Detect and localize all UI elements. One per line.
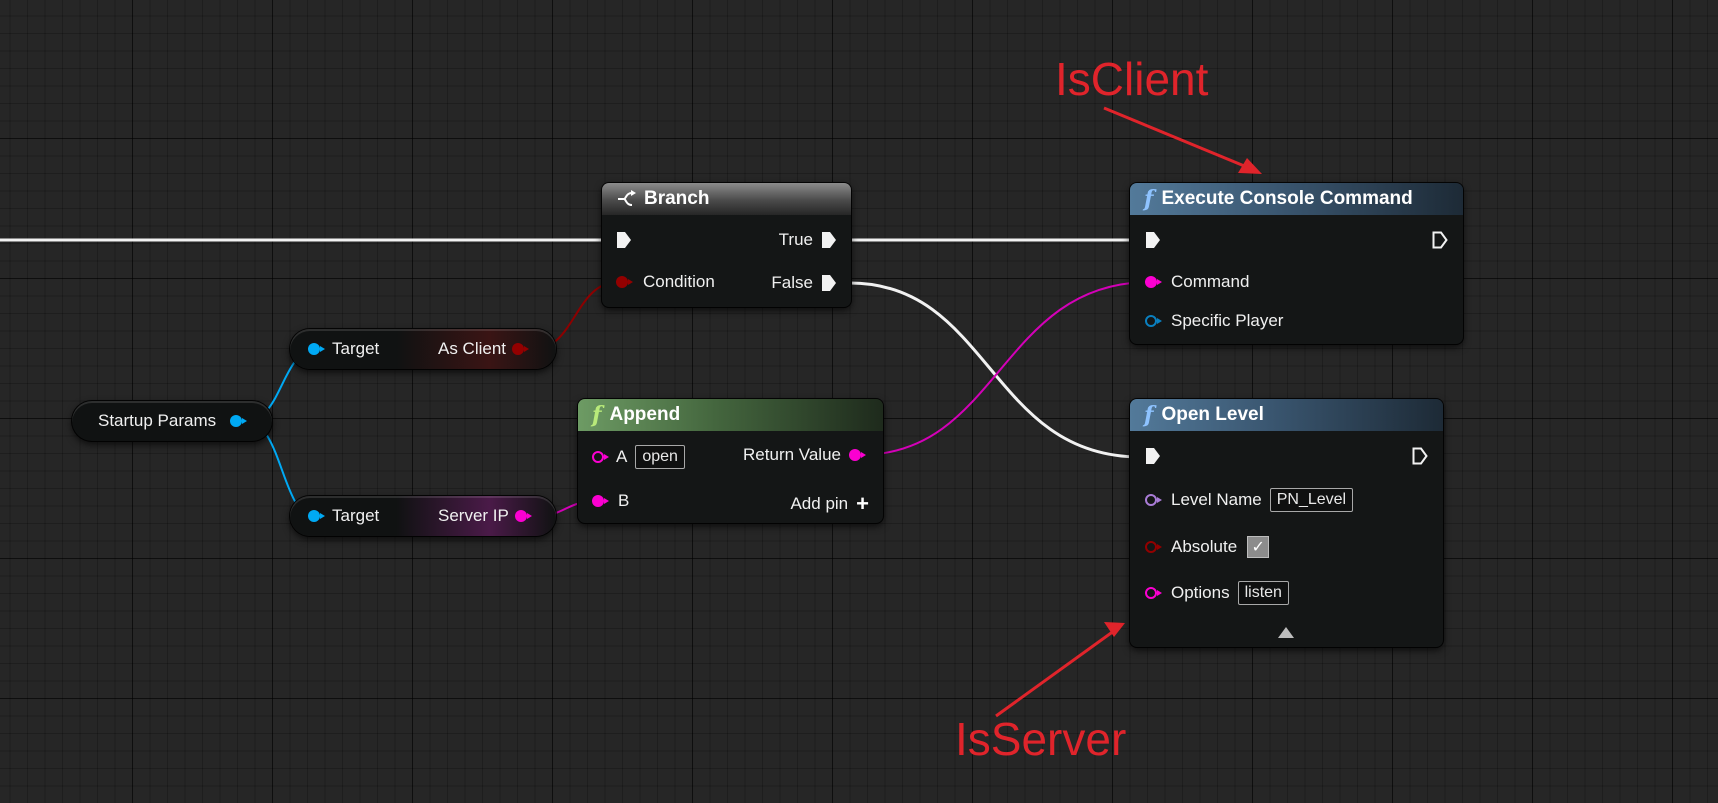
exec-wire-false: [849, 281, 1141, 459]
append-node[interactable]: f Append A open B Return Value Add pin +: [578, 399, 883, 523]
open-level-exec-out-pin[interactable]: [1412, 447, 1428, 465]
branch-header[interactable]: Branch: [602, 183, 851, 215]
function-icon: f: [1144, 186, 1154, 212]
open-level-header[interactable]: f Open Level: [1130, 399, 1443, 431]
branch-true-pin[interactable]: [821, 231, 837, 249]
startup-params-node[interactable]: Startup Params: [72, 401, 272, 441]
execute-exec-in-pin[interactable]: [1145, 231, 1161, 249]
append-a-input[interactable]: open: [635, 445, 685, 469]
as-client-output-label: As Client: [438, 339, 507, 358]
server-ip-target-label: Target: [332, 506, 380, 525]
execute-console-command-title: Execute Console Command: [1161, 188, 1413, 209]
append-title: Append: [609, 404, 681, 425]
open-level-title: Open Level: [1161, 404, 1264, 425]
branch-condition-label: Condition: [643, 272, 715, 291]
server-ip-output-label: Server IP: [438, 506, 509, 525]
append-add-pin-label: Add pin: [790, 494, 849, 513]
open-level-level-name-input[interactable]: PN_Level: [1269, 488, 1354, 512]
open-level-level-name-pin[interactable]: [1145, 493, 1163, 507]
startup-params-label: Startup Params: [98, 411, 217, 430]
append-a-pin[interactable]: [592, 450, 610, 464]
append-header[interactable]: f Append: [578, 399, 883, 431]
open-level-exec-in-pin[interactable]: [1145, 447, 1161, 465]
string-wire-command: [859, 281, 1151, 456]
append-return-pin[interactable]: [849, 448, 867, 462]
server-ip-target-pin[interactable]: [308, 509, 326, 523]
append-b-pin[interactable]: [592, 494, 610, 508]
branch-node[interactable]: Branch Condition True False: [602, 183, 851, 307]
annotation-isserver: IsServer: [955, 713, 1127, 765]
as-client-target-pin[interactable]: [308, 342, 326, 356]
append-add-pin-button[interactable]: Add pin +: [790, 492, 869, 516]
branch-false-label: False: [771, 273, 813, 292]
execute-specific-player-pin[interactable]: [1145, 314, 1163, 328]
execute-console-command-header[interactable]: f Execute Console Command: [1130, 183, 1463, 215]
open-level-absolute-pin[interactable]: [1145, 540, 1163, 554]
function-icon: f: [1144, 402, 1154, 428]
startup-params-output-pin[interactable]: [230, 414, 248, 428]
as-client-target-label: Target: [332, 339, 380, 358]
branch-true-label: True: [778, 230, 813, 249]
open-level-options-pin[interactable]: [1145, 586, 1163, 600]
as-client-output-pin[interactable]: [512, 342, 530, 356]
annotation-arrow-server: [995, 622, 1125, 718]
open-level-node[interactable]: f Open Level Level Name PN_Level Absolut…: [1130, 399, 1443, 647]
open-level-options-input[interactable]: listen: [1237, 581, 1289, 605]
append-return-label: Return Value: [743, 445, 841, 464]
server-ip-getter-node[interactable]: Target Server IP: [290, 496, 556, 536]
execute-command-label: Command: [1171, 272, 1250, 291]
branch-condition-pin[interactable]: [616, 275, 634, 289]
open-level-level-name-label: Level Name: [1171, 490, 1262, 509]
branch-false-pin[interactable]: [821, 274, 837, 292]
collapse-arrow-icon[interactable]: [1278, 627, 1294, 638]
function-icon: f: [592, 402, 602, 428]
open-level-absolute-label: Absolute: [1171, 537, 1238, 556]
as-client-getter-node[interactable]: Target As Client: [290, 329, 556, 369]
branch-title: Branch: [644, 188, 710, 209]
execute-command-pin[interactable]: [1145, 275, 1163, 289]
execute-specific-player-label: Specific Player: [1171, 311, 1284, 330]
open-level-absolute-checkbox[interactable]: ✓: [1247, 536, 1270, 558]
open-level-options-label: Options: [1171, 583, 1230, 602]
branch-exec-in-pin[interactable]: [616, 231, 632, 249]
execute-exec-out-pin[interactable]: [1432, 231, 1448, 249]
annotation-isclient: IsClient: [1055, 53, 1209, 105]
append-a-label: A: [616, 447, 628, 466]
annotation-arrow-client: [1103, 106, 1262, 174]
append-b-label: B: [618, 491, 630, 510]
execute-console-command-node[interactable]: f Execute Console Command Command Specif…: [1130, 183, 1463, 344]
server-ip-output-pin[interactable]: [514, 509, 533, 523]
plus-icon: +: [856, 491, 869, 516]
branch-icon: [618, 190, 636, 206]
